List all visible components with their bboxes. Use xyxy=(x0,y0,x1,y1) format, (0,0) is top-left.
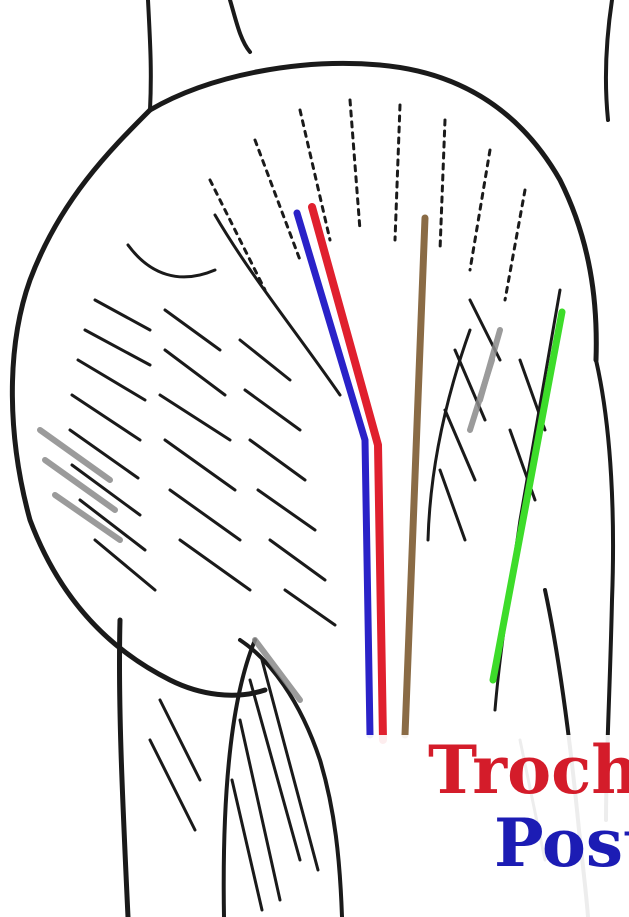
posterior-label: Post xyxy=(494,804,629,882)
trochanteric-label: Trocha xyxy=(428,731,629,809)
